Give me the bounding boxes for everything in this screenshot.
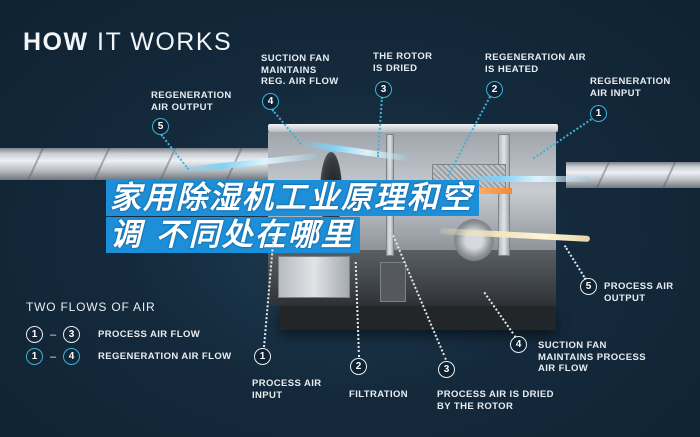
callout-number: 2: [486, 81, 503, 98]
legend-circle: 4: [63, 348, 80, 365]
overlay-title-line-1: 家用除湿机工业原理和空: [106, 180, 479, 216]
heading-bold: HOW: [23, 28, 89, 56]
filter-box: [278, 256, 350, 298]
callout-number: 2: [350, 358, 367, 375]
callout-number: 3: [438, 361, 455, 378]
callout-number: 5: [152, 118, 169, 135]
machine-base: [280, 306, 556, 330]
legend-circle: 1: [26, 326, 43, 343]
label-reg-air-heated: REGENERATION AIR IS HEATED: [485, 52, 586, 75]
overlay-title: 家用除湿机工业原理和空 调 不同处在哪里: [106, 180, 479, 253]
label-rotor-dried: THE ROTOR IS DRIED: [373, 51, 433, 74]
legend-circle: 3: [63, 326, 80, 343]
callout-number: 1: [590, 105, 607, 122]
legend-dash: –: [49, 350, 57, 363]
machine-top-rim: [268, 124, 558, 132]
callout-number: 3: [375, 81, 392, 98]
label-process-air-input: PROCESS AIR INPUT: [252, 378, 322, 401]
diagram-heading: HOW IT WORKS: [23, 28, 232, 57]
legend-circle: 1: [26, 348, 43, 365]
legend-row-process: 1 – 3 PROCESS AIR FLOW: [26, 326, 200, 343]
legend-row-regeneration: 1 – 4 REGENERATION AIR FLOW: [26, 348, 231, 365]
callout-number: 4: [510, 336, 527, 353]
label-suction-fan-reg: SUCTION FAN MAINTAINS REG. AIR FLOW: [261, 53, 339, 87]
label-regeneration-air-output: REGENERATION AIR OUTPUT: [151, 90, 232, 113]
process-fan: [454, 219, 494, 261]
legend-label: REGENERATION AIR FLOW: [98, 351, 232, 362]
legend-label: PROCESS AIR FLOW: [98, 329, 201, 340]
regeneration-air-flow: [460, 176, 590, 182]
callout-number: 5: [580, 278, 597, 295]
filter-unit: [380, 262, 406, 302]
overlay-title-line-2: 调 不同处在哪里: [106, 217, 360, 253]
label-filtration: FILTRATION: [349, 389, 409, 400]
label-process-air-dried: PROCESS AIR IS DRIED BY THE ROTOR: [437, 389, 554, 412]
callout-number: 4: [262, 93, 279, 110]
dehumidifier-machine: [262, 124, 562, 334]
leader-line: [563, 245, 587, 280]
label-process-air-output: PROCESS AIR OUTPUT: [604, 281, 674, 304]
legend-dash: –: [49, 328, 57, 341]
label-suction-fan-process: SUCTION FAN MAINTAINS PROCESS AIR FLOW: [538, 340, 646, 374]
legend-title: TWO FLOWS OF AIR: [26, 300, 156, 314]
label-reg-air-input: REGENERATION AIR INPUT: [590, 76, 671, 99]
heading-rest: IT WORKS: [88, 28, 233, 56]
callout-number: 1: [254, 348, 271, 365]
right-duct: [566, 162, 700, 188]
